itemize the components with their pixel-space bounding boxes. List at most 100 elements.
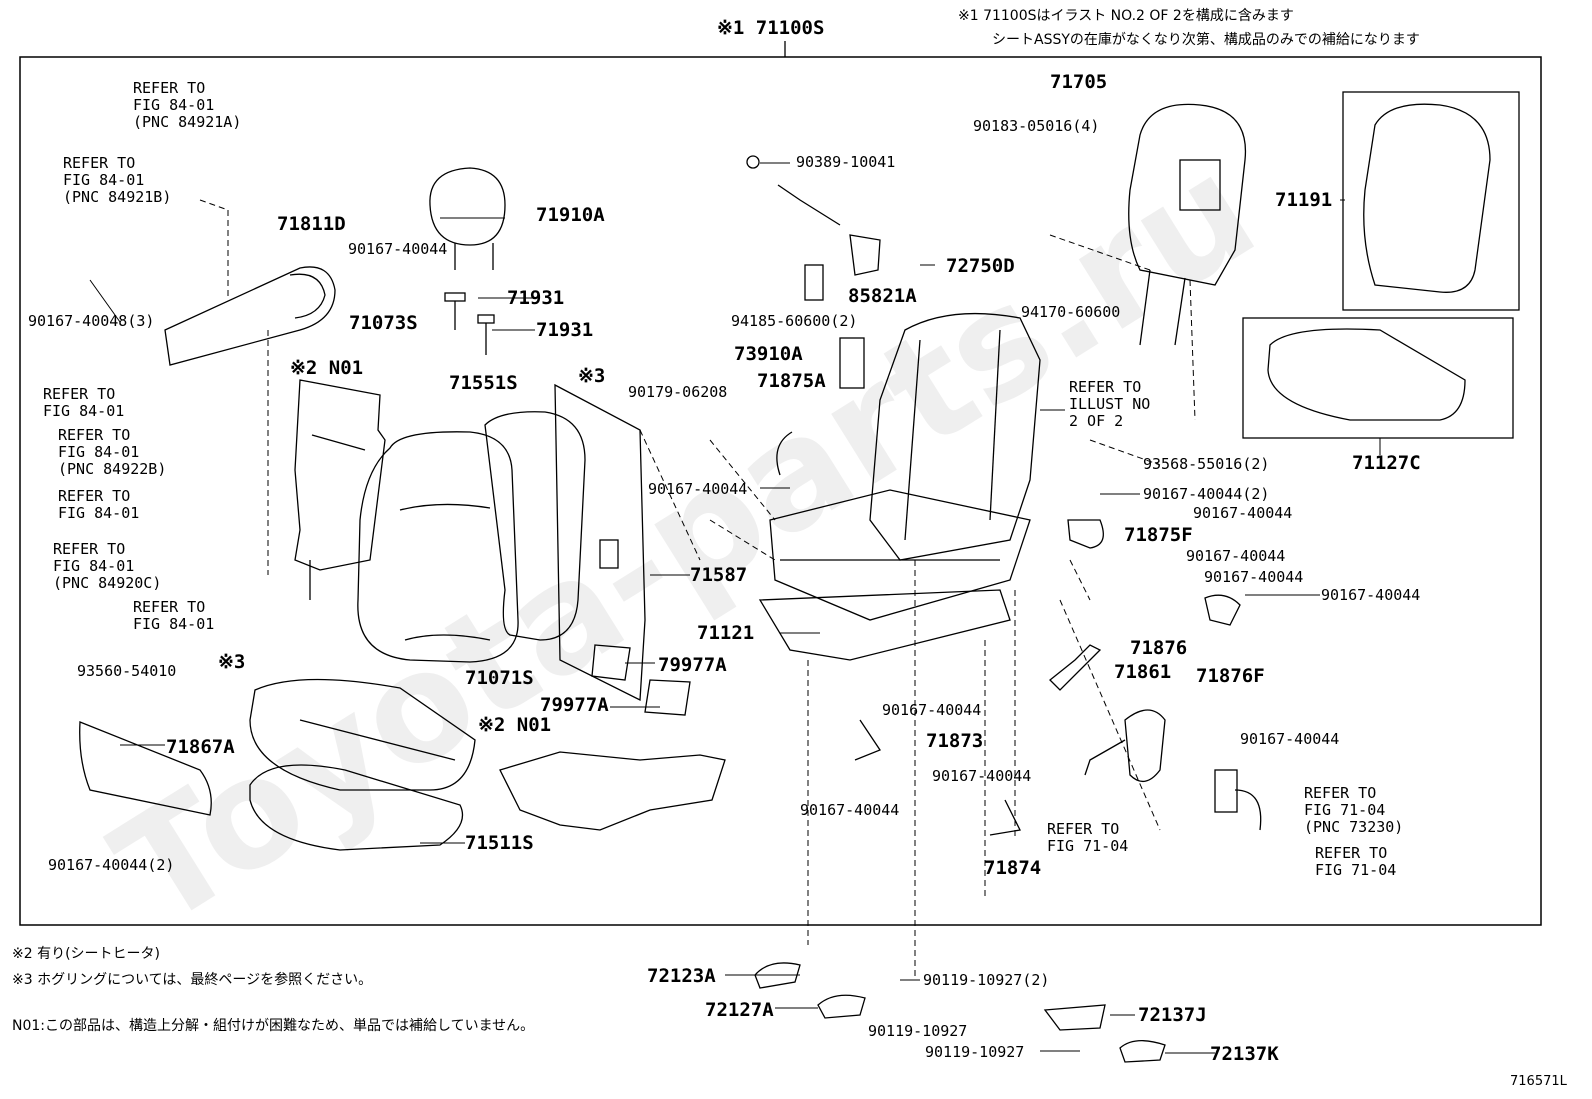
cushion-heater-mat <box>499 751 726 831</box>
part-90119-10927-b: 90119-10927 <box>925 1043 1025 1061</box>
hog-ring-note-a: ※3 <box>578 365 606 387</box>
part-71127C: 71127C <box>1352 452 1421 474</box>
refer-fig-71-04-73230: REFER TO FIG 71-04 (PNC 73230) <box>1304 784 1404 836</box>
figure-id: 716571L <box>1510 1074 1567 1089</box>
part-94170-60600: 94170-60600 <box>1021 303 1121 321</box>
side-shield-71811D <box>164 266 336 366</box>
part-90167-40044-r4: 90167-40044 <box>1321 586 1421 604</box>
cover-72127A <box>817 994 866 1019</box>
main-frame <box>19 56 1542 926</box>
seatback-frame-71705 <box>1128 103 1247 346</box>
pad-79977A <box>591 644 691 716</box>
part-71811D: 71811D <box>277 213 346 235</box>
cover-72123A <box>754 962 801 989</box>
part-71910A: 71910A <box>536 204 605 226</box>
part-90167-40044-top: 90167-40044 <box>348 240 448 258</box>
part-93560-54010: 93560-54010 <box>77 662 177 680</box>
bracket-71874 <box>989 799 1021 836</box>
module-73910A <box>839 337 865 389</box>
part-71551S: 71551S <box>449 372 518 394</box>
refer-fig-84-01-b: REFER TO FIG 84-01 <box>58 487 140 522</box>
part-71873: 71873 <box>926 730 984 752</box>
refer-illust-2-of-2: REFER TO ILLUST NO 2 OF 2 <box>1069 378 1151 430</box>
note-3: ※3 ホグリングについては、最終ページを参照ください。 <box>12 972 373 988</box>
part-79977A-b: 79977A <box>540 694 609 716</box>
part-71875F: 71875F <box>1124 524 1193 546</box>
note-1-line-1: ※1 71100Sはイラスト NO.2 OF 2を構成に含みます <box>958 8 1294 24</box>
refer-fig-84-01-84920C: REFER TO FIG 84-01 (PNC 84920C) <box>53 540 162 592</box>
seatback-pad-71551S <box>484 411 586 641</box>
part-79977A-a: 79977A <box>658 654 727 676</box>
refer-fig-84-01-84922B: REFER TO FIG 84-01 (PNC 84922B) <box>58 426 167 478</box>
part-90183-05016: 90183-05016(4) <box>973 117 1100 135</box>
part-71587: 71587 <box>690 564 748 586</box>
part-71861: 71861 <box>1114 661 1172 683</box>
cover-72137J <box>1043 1004 1106 1031</box>
part-n01-cushion: ※2 N01 <box>478 714 552 736</box>
refer-fig-84-01-84921B: REFER TO FIG 84-01 (PNC 84921B) <box>63 154 172 206</box>
cover-72137K <box>1119 1040 1166 1063</box>
part-90167-40044-c1: 90167-40044 <box>882 701 982 719</box>
part-71867A: 71867A <box>166 736 235 758</box>
seatback-cover-71073S <box>357 431 519 663</box>
part-71876: 71876 <box>1130 637 1188 659</box>
cushion-pad-71511S <box>249 764 464 851</box>
part-n01-seatback: ※2 N01 <box>290 357 364 379</box>
part-94185-60600: 94185-60600(2) <box>731 312 858 330</box>
part-72127A: 72127A <box>705 999 774 1021</box>
part-72750D: 72750D <box>946 255 1015 277</box>
part-90167-40044-2-left: 90167-40044(2) <box>48 856 175 874</box>
part-90167-40048: 90167-40048(3) <box>28 312 155 330</box>
part-71071S: 71071S <box>465 667 534 689</box>
cover-71876F <box>1204 594 1241 626</box>
part-71121: 71121 <box>697 622 755 644</box>
pad-71191 <box>1363 103 1491 293</box>
headrest-guide-71931 <box>444 292 495 355</box>
part-90167-40044-r1: 90167-40044 <box>1193 504 1293 522</box>
part-71876F: 71876F <box>1196 665 1265 687</box>
part-73910A: 73910A <box>734 343 803 365</box>
box-71127C <box>1242 317 1514 439</box>
side-cover-71867A <box>79 721 212 816</box>
top-assembly-code: ※1 71100S <box>717 17 825 39</box>
knob-71861 <box>1084 709 1166 782</box>
part-90389-10041: 90389-10041 <box>796 153 896 171</box>
bracket-85821A <box>804 234 881 301</box>
part-90167-40044-2-right: 90167-40044(2) <box>1143 485 1270 503</box>
pad-71127C <box>1267 328 1466 421</box>
part-90167-40044-c3: 90167-40044 <box>800 801 900 819</box>
note-1-line-2: シートASSYの在庫がなくなり次第、構成品のみでの補給になります <box>992 32 1420 48</box>
back-board-71587 <box>554 383 646 702</box>
part-90179-06208: 90179-06208 <box>628 383 728 401</box>
part-90167-40044-c2: 90167-40044 <box>932 767 1032 785</box>
part-71931-a: 71931 <box>507 287 565 309</box>
refer-fig-71-04-a: REFER TO FIG 71-04 <box>1047 820 1129 855</box>
part-85821A: 85821A <box>848 285 917 307</box>
part-72137J: 72137J <box>1138 1004 1207 1026</box>
part-71191: 71191 <box>1275 189 1333 211</box>
hog-ring-note-b: ※3 <box>218 651 246 673</box>
part-90167-40044-r5: 90167-40044 <box>1240 730 1340 748</box>
part-72137K: 72137K <box>1210 1043 1279 1065</box>
refer-fig-84-01-84921A: REFER TO FIG 84-01 (PNC 84921A) <box>133 79 242 131</box>
part-90167-40044-r2: 90167-40044 <box>1186 547 1286 565</box>
cover-71875F <box>1067 519 1104 549</box>
seat-frame <box>758 312 1041 661</box>
buckle-73230 <box>1214 769 1262 831</box>
part-71073S: 71073S <box>349 312 418 334</box>
leader-lines <box>89 162 1381 1054</box>
part-90119-10927-2: 90119-10927(2) <box>923 971 1050 989</box>
part-71705: 71705 <box>1050 71 1108 93</box>
refer-fig-84-01-a: REFER TO FIG 84-01 <box>43 385 125 420</box>
note-2: ※2 有り(シートヒータ) <box>12 946 161 962</box>
part-71875A: 71875A <box>757 370 826 392</box>
part-90167-40044-center: 90167-40044 <box>648 480 748 498</box>
part-93568-55016: 93568-55016(2) <box>1143 455 1270 473</box>
harness-90389 <box>746 155 841 226</box>
bracket-71875A <box>776 431 793 476</box>
headrest-71910A <box>429 167 506 270</box>
note-n01: N01:この部品は、構造上分解・組付けが困難なため、単品では補給していません。 <box>12 1018 535 1034</box>
refer-fig-71-04-b: REFER TO FIG 71-04 <box>1315 844 1397 879</box>
part-71874: 71874 <box>984 857 1042 879</box>
